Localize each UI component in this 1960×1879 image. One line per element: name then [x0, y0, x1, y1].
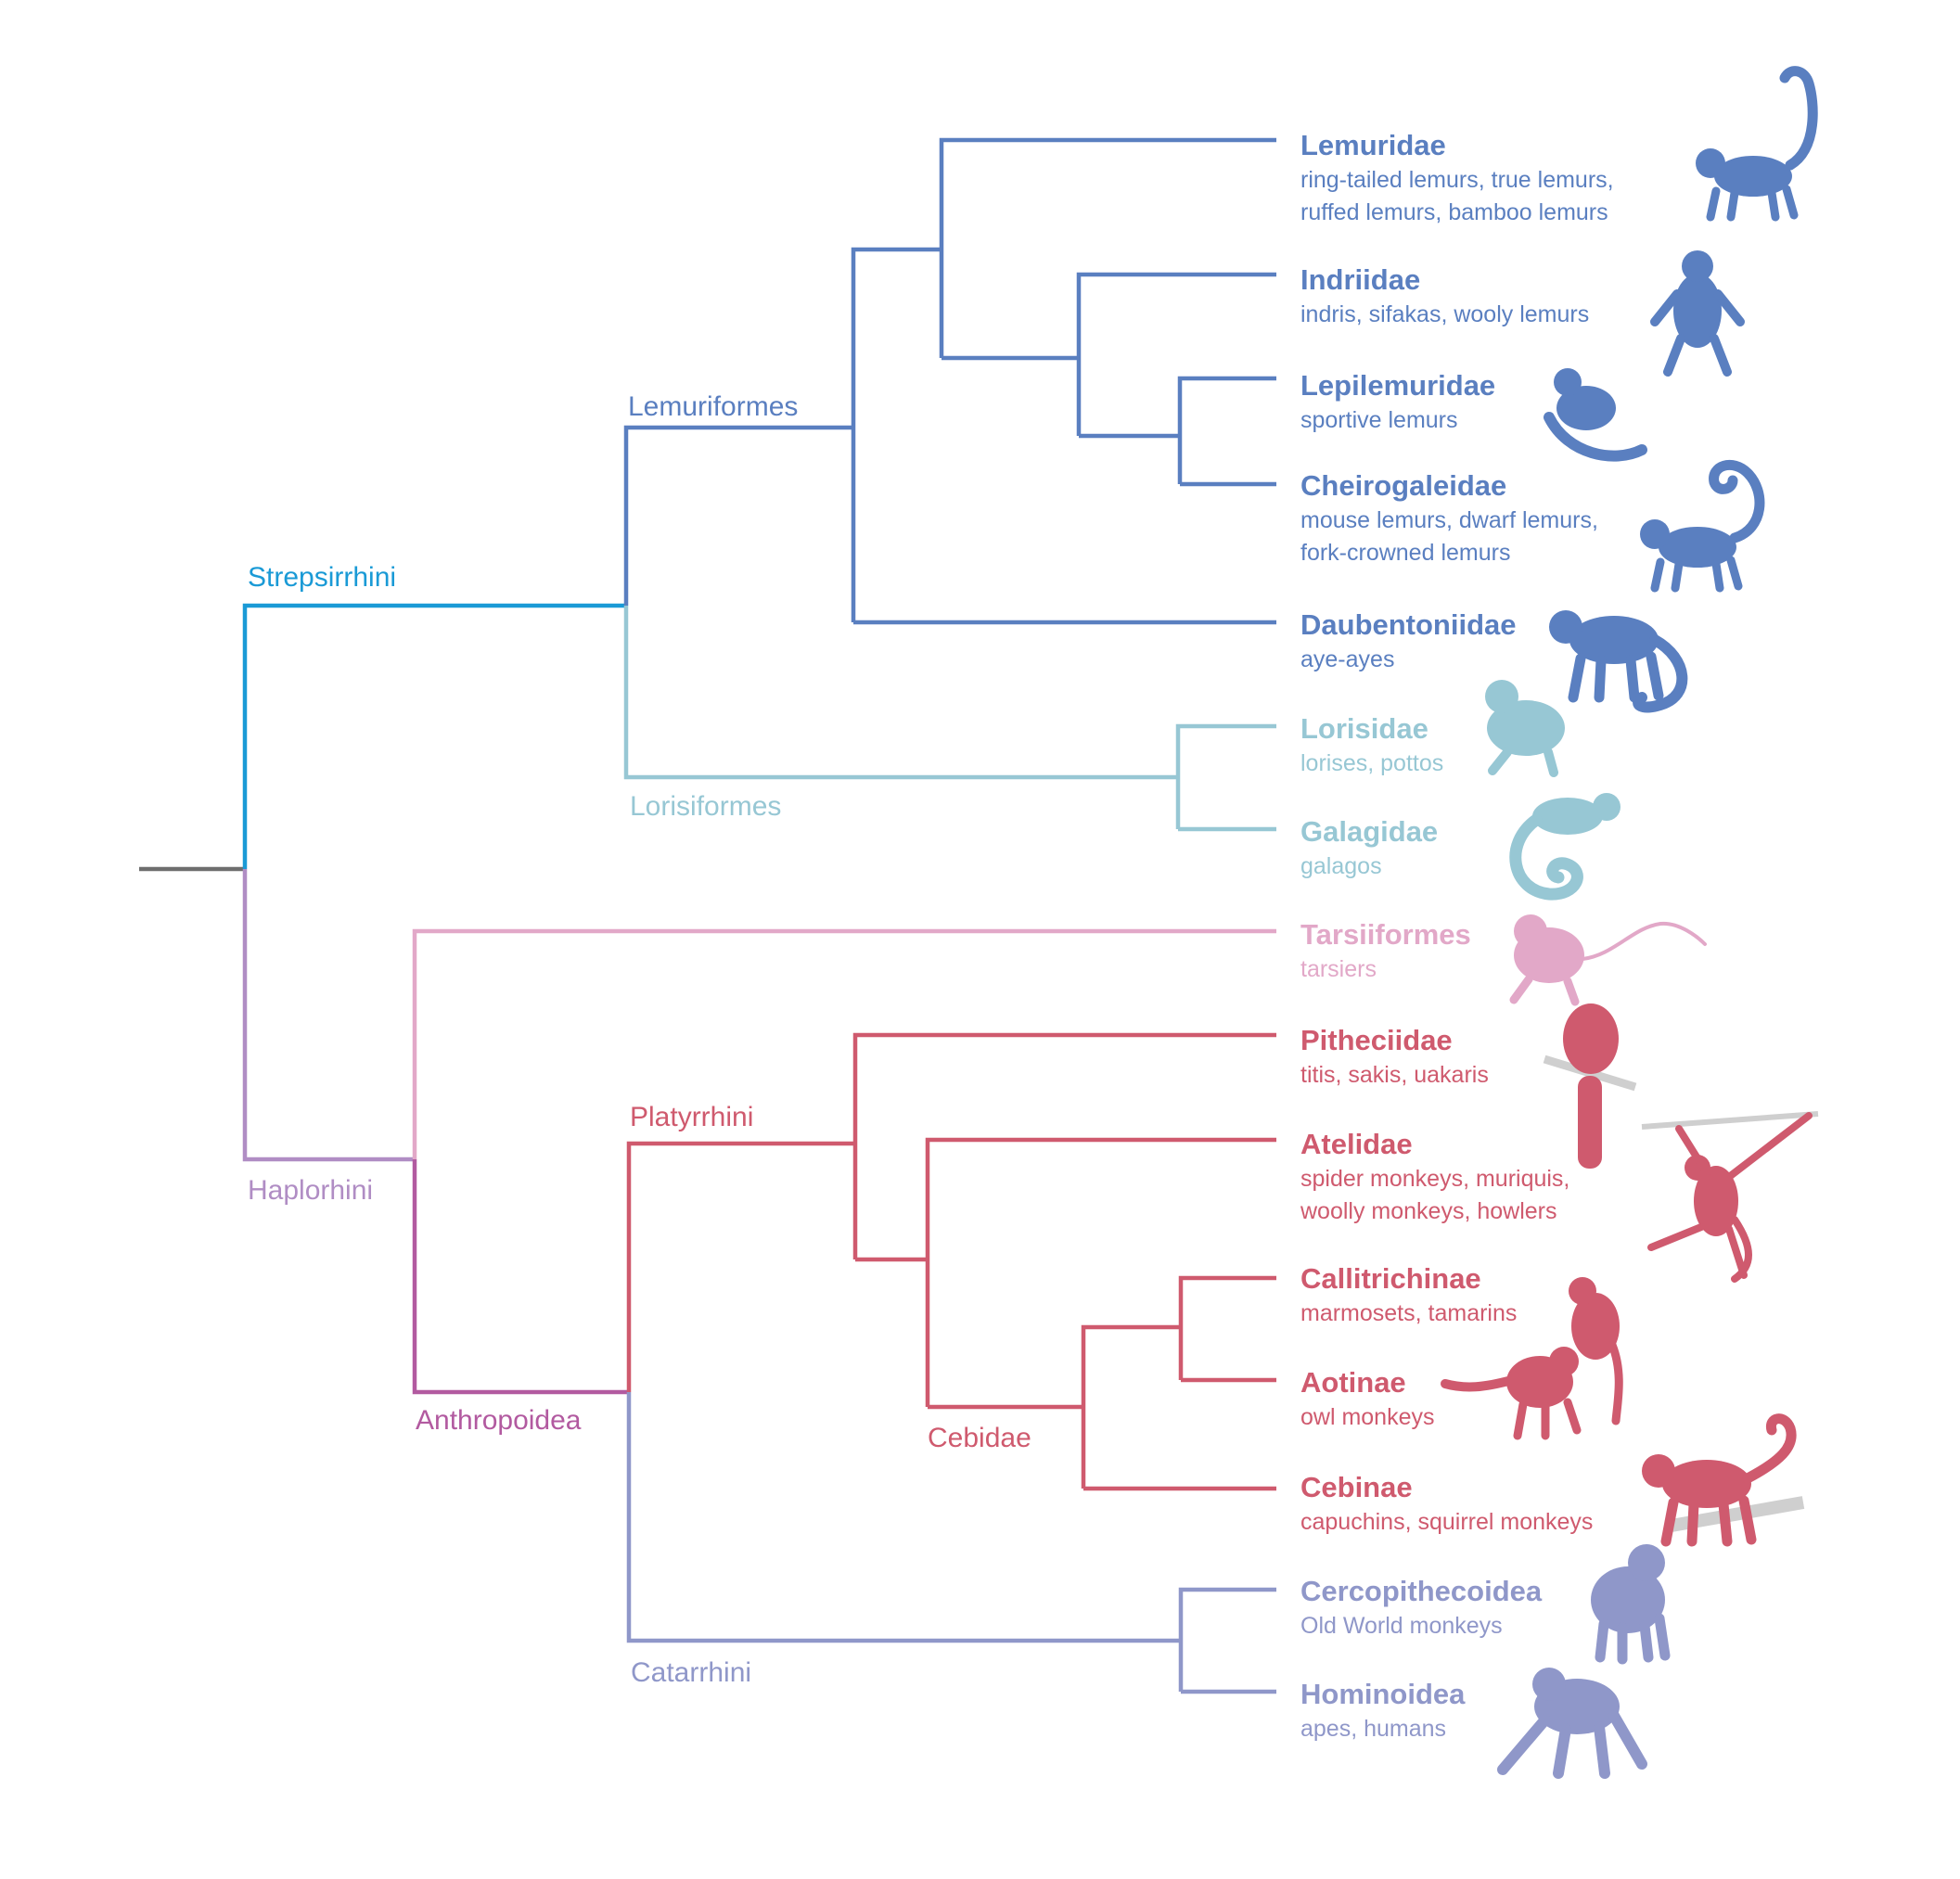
- leaf-name: Lorisidae: [1300, 712, 1428, 745]
- leaf-name: Cheirogaleidae: [1300, 469, 1506, 502]
- leaf-labels: Lemuridae ring-tailed lemurs, true lemurs…: [1300, 129, 1614, 1742]
- sportive-lemur-icon: [1544, 368, 1647, 462]
- branch-cercopithecoidea: [1178, 1587, 1276, 1692]
- leaf-name: Atelidae: [1300, 1128, 1413, 1160]
- leaf-callitrichinae: Callitrichinae marmosets, tamarins: [1300, 1262, 1517, 1326]
- clade-labels: Strepsirrhini Lemuriformes Lorisiformes …: [248, 391, 1031, 1688]
- marmoset-icon: [1569, 1277, 1623, 1425]
- leaf-description: owl monkeys: [1300, 1404, 1435, 1430]
- sifaka-icon: [1650, 250, 1745, 377]
- leaf-lorisidae: Lorisidae lorises, pottos: [1300, 712, 1443, 776]
- leaf-description: spider monkeys, muriquis,: [1300, 1166, 1569, 1192]
- branch-platyrrhini-inner: [852, 1032, 1276, 1259]
- branch-callitrichinae: [1178, 1275, 1276, 1380]
- branch-haplorhini: [242, 869, 415, 1162]
- branch-catarrhini: [626, 1392, 1181, 1643]
- aye-aye-icon: [1549, 610, 1688, 713]
- tree-branches: [139, 137, 1276, 1694]
- leaf-name: Aotinae: [1300, 1366, 1406, 1399]
- branch-lemuridae-node: [939, 137, 1276, 358]
- leaf-galagidae: Galagidae galagos: [1300, 815, 1438, 879]
- leaf-description: tarsiers: [1300, 956, 1377, 982]
- owl-monkey-icon: [1441, 1347, 1582, 1440]
- leaf-name: Cercopithecoidea: [1300, 1575, 1543, 1607]
- branch-anthropoidea: [412, 1159, 629, 1395]
- clade-label-lorisiformes: Lorisiformes: [630, 791, 781, 822]
- chimpanzee-icon: [1497, 1668, 1647, 1779]
- leaf-name: Hominoidea: [1300, 1678, 1466, 1710]
- leaf-name: Lemuridae: [1300, 129, 1446, 161]
- clade-label-catarrhini: Catarrhini: [631, 1657, 751, 1688]
- leaf-description: fork-crowned lemurs: [1300, 540, 1510, 566]
- galago-icon: [1509, 793, 1621, 901]
- branch-atelidae: [925, 1137, 1276, 1407]
- clade-label-anthropoidea: Anthropoidea: [416, 1405, 582, 1436]
- baboon-icon: [1591, 1544, 1671, 1665]
- leaf-cheirogaleidae: Cheirogaleidae mouse lemurs, dwarf lemurs…: [1300, 469, 1598, 566]
- leaf-description: capuchins, squirrel monkeys: [1300, 1509, 1593, 1535]
- mouse-lemur-icon: [1640, 459, 1765, 593]
- leaf-indriidae: Indriidae indris, sifakas, wooly lemurs: [1300, 263, 1589, 327]
- branch-tarsiiformes: [412, 928, 1276, 1159]
- branch-lorisiformes: [623, 606, 1178, 780]
- branch-indriidae: [1076, 272, 1276, 436]
- leaf-description: apes, humans: [1300, 1716, 1446, 1742]
- animal-silhouettes: [1441, 66, 1819, 1779]
- clade-label-cebidae: Cebidae: [928, 1423, 1031, 1453]
- leaf-lepilemuridae: Lepilemuridae sportive lemurs: [1300, 369, 1495, 433]
- branch-lemuriformes: [623, 425, 853, 606]
- leaf-name: Callitrichinae: [1300, 1262, 1481, 1295]
- spider-monkey-icon: [1641, 1111, 1819, 1283]
- branch-cebidae-inner: [1081, 1324, 1181, 1489]
- leaf-description: Old World monkeys: [1300, 1613, 1503, 1639]
- loris-icon: [1485, 680, 1565, 777]
- leaf-name: Galagidae: [1300, 815, 1438, 848]
- branch-lorisidae: [1175, 723, 1276, 829]
- leaf-daubentoniidae: Daubentoniidae aye-ayes: [1300, 608, 1517, 672]
- leaf-description: mouse lemurs, dwarf lemurs,: [1300, 507, 1598, 533]
- leaf-pitheciidae: Pitheciidae titis, sakis, uakaris: [1300, 1024, 1489, 1088]
- leaf-tarsiiformes: Tarsiiformes tarsiers: [1300, 918, 1471, 982]
- leaf-description: ruffed lemurs, bamboo lemurs: [1300, 199, 1608, 225]
- leaf-name: Pitheciidae: [1300, 1024, 1453, 1056]
- branch-lepilemuridae: [1177, 376, 1276, 484]
- leaf-description: aye-ayes: [1300, 646, 1394, 672]
- leaf-name: Indriidae: [1300, 263, 1420, 296]
- tarsier-icon: [1509, 914, 1707, 1006]
- leaf-name: Cebinae: [1300, 1471, 1413, 1503]
- leaf-description: ring-tailed lemurs, true lemurs,: [1300, 167, 1614, 193]
- leaf-aotinae: Aotinae owl monkeys: [1300, 1366, 1435, 1430]
- saki-icon: [1543, 1003, 1637, 1169]
- leaf-description: titis, sakis, uakaris: [1300, 1062, 1489, 1088]
- branch-lemuriformes-inner: [851, 247, 942, 622]
- clade-label-platyrrhini: Platyrrhini: [630, 1102, 753, 1132]
- leaf-name: Daubentoniidae: [1300, 608, 1517, 641]
- ring-tailed-lemur-icon: [1696, 66, 1818, 222]
- leaf-name: Lepilemuridae: [1300, 369, 1495, 402]
- leaf-description: sportive lemurs: [1300, 407, 1458, 433]
- leaf-atelidae: Atelidae spider monkeys, muriquis, woolly …: [1300, 1128, 1569, 1224]
- branch-platyrrhini: [626, 1141, 855, 1392]
- leaf-lemuridae: Lemuridae ring-tailed lemurs, true lemurs…: [1300, 129, 1614, 225]
- clade-label-strepsirrhini: Strepsirrhini: [248, 562, 396, 593]
- capuchin-icon: [1642, 1413, 1805, 1547]
- leaf-description: indris, sifakas, wooly lemurs: [1300, 301, 1589, 327]
- leaf-hominoidea: Hominoidea apes, humans: [1300, 1678, 1466, 1742]
- leaf-description: lorises, pottos: [1300, 750, 1443, 776]
- branch-strepsirrhini: [242, 603, 626, 869]
- leaf-cebinae: Cebinae capuchins, squirrel monkeys: [1300, 1471, 1593, 1535]
- clade-label-lemuriformes: Lemuriformes: [628, 391, 798, 422]
- leaf-description: marmosets, tamarins: [1300, 1300, 1517, 1326]
- leaf-description: woolly monkeys, howlers: [1300, 1198, 1557, 1224]
- leaf-name: Tarsiiformes: [1300, 918, 1471, 951]
- clade-label-haplorhini: Haplorhini: [248, 1175, 373, 1206]
- leaf-description: galagos: [1300, 853, 1382, 879]
